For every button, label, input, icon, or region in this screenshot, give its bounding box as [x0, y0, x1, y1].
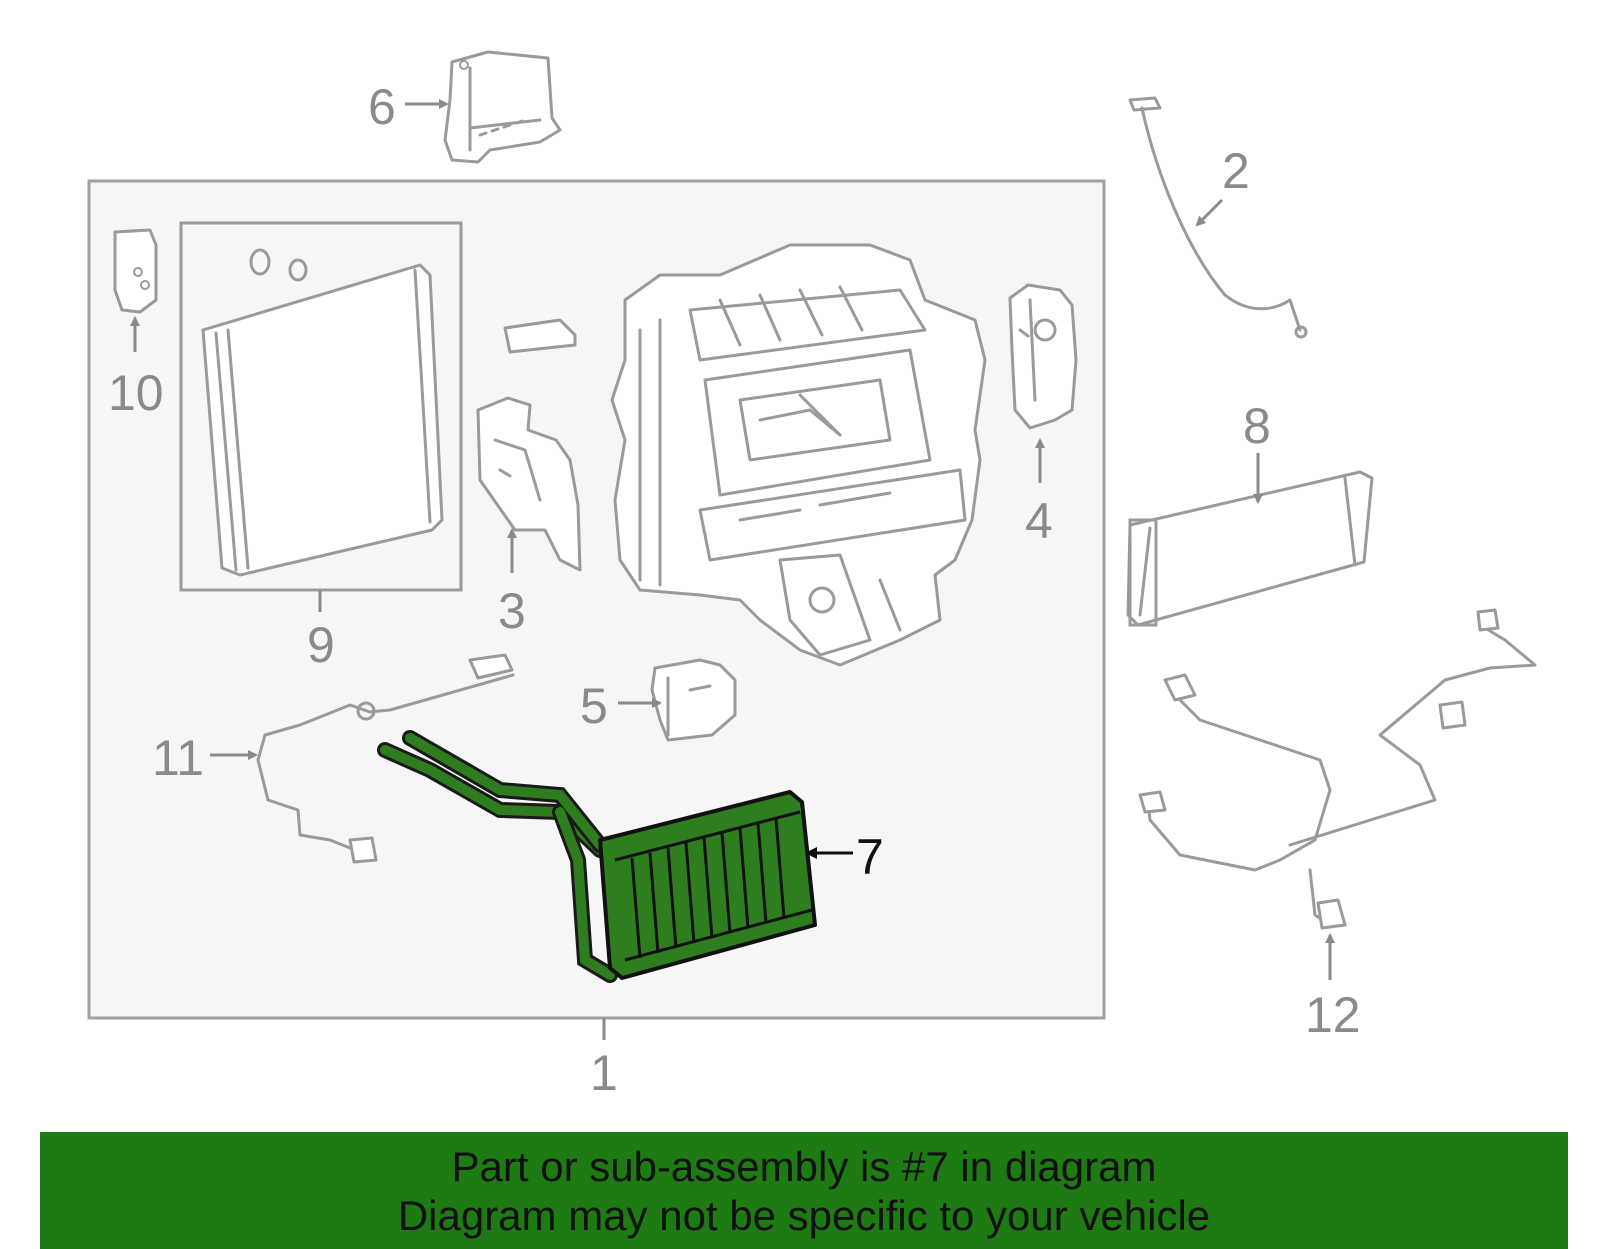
- label-9: 9: [307, 617, 335, 673]
- label-8: 8: [1243, 398, 1271, 454]
- label-11: 11: [152, 730, 204, 786]
- part-9-evaporator: [179, 221, 463, 612]
- label-12: 12: [1305, 987, 1361, 1043]
- label-10: 10: [108, 365, 164, 421]
- label-4: 4: [1025, 493, 1053, 549]
- arrow-2: [1195, 198, 1224, 227]
- part-11-sensor-harness: [256, 653, 515, 864]
- label-1: 1: [590, 1045, 618, 1101]
- part-12-wire-harness: [1138, 608, 1537, 930]
- label-5: 5: [580, 678, 608, 734]
- label-3: 3: [498, 583, 526, 639]
- part-2-drain-hose: [1128, 96, 1308, 339]
- part-5-actuator: [650, 658, 737, 742]
- part-6-control-module: [443, 50, 562, 164]
- banner-line-2: Diagram may not be specific to your vehi…: [397, 1192, 1211, 1239]
- hvac-case: [503, 243, 987, 667]
- part-10-expansion-valve: [113, 228, 158, 314]
- label-2: 2: [1222, 143, 1250, 199]
- part-4-mode-actuator: [1008, 283, 1078, 430]
- banner-line-1: Part or sub-assembly is #7 in diagram: [451, 1143, 1157, 1190]
- label-7[interactable]: 7: [856, 829, 884, 885]
- info-banner: Part or sub-assembly is #7 in diagram Di…: [40, 1132, 1568, 1249]
- assembly-frame: [87, 179, 1106, 1020]
- part-7-heater-core: [377, 730, 817, 983]
- part-8-evaporator-core: [1126, 470, 1374, 627]
- label-6: 6: [368, 79, 396, 135]
